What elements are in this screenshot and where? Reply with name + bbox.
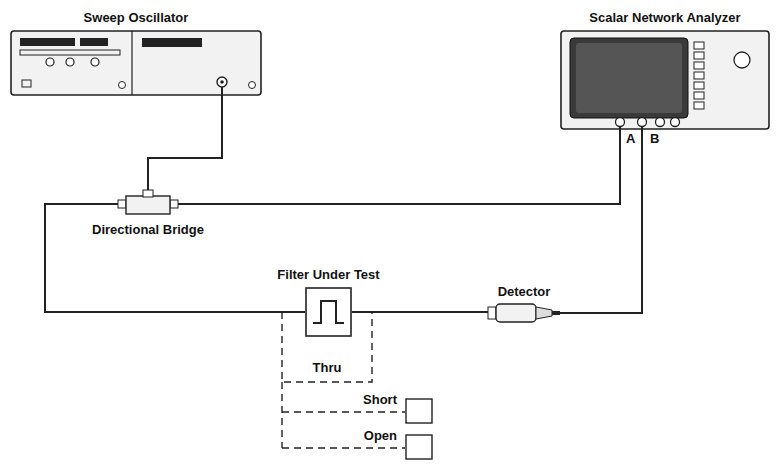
cable xyxy=(148,96,222,190)
network-analyzer: Scalar Network Analyzer xyxy=(560,30,770,130)
sweep-oscillator: Sweep Oscillator xyxy=(10,30,262,96)
port-label: A xyxy=(625,131,636,147)
filter-box: Filter Under Test xyxy=(305,287,352,337)
cable xyxy=(352,311,488,313)
detector-probe: Detector xyxy=(488,304,560,322)
filter-box-drawing xyxy=(305,287,352,337)
short-standard: Short xyxy=(405,398,433,424)
port-label: B xyxy=(649,131,660,147)
node-label: Scalar Network Analyzer xyxy=(589,10,740,26)
node-label: Directional Bridge xyxy=(92,222,204,238)
node-label: Open xyxy=(364,428,397,444)
directional-bridge: Directional Bridge xyxy=(118,190,178,218)
open-standard-drawing xyxy=(405,434,433,460)
path-label: Thru xyxy=(312,360,343,376)
detector-probe-drawing xyxy=(488,304,560,322)
node-label: Sweep Oscillator xyxy=(84,10,189,26)
open-standard: Open xyxy=(405,434,433,460)
short-standard-drawing xyxy=(405,398,433,424)
cable xyxy=(45,204,305,312)
cable xyxy=(178,130,620,204)
sweep-oscillator-drawing xyxy=(10,30,262,96)
node-label: Filter Under Test xyxy=(277,267,379,283)
cable xyxy=(560,130,642,313)
directional-bridge-drawing xyxy=(118,190,178,218)
network-analyzer-drawing xyxy=(560,30,770,130)
node-label: Short xyxy=(363,392,397,408)
node-label: Detector xyxy=(498,284,551,300)
